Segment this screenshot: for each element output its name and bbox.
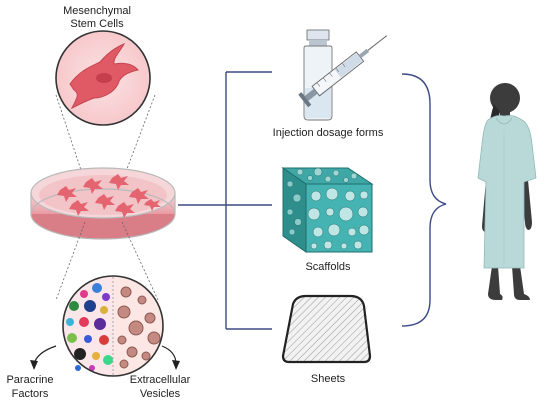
msc-label-line1: Mesenchymal bbox=[63, 5, 131, 17]
vesicles-label-line2: Vesicles bbox=[140, 388, 181, 400]
vesicles-label-line1: Extracellular bbox=[130, 374, 191, 386]
msc-label-line2: Stem Cells bbox=[70, 18, 124, 30]
paracrine-label-line1: Paracrine bbox=[6, 374, 53, 386]
right-brace bbox=[401, 73, 447, 327]
paracrine-label-line2: Factors bbox=[12, 388, 49, 400]
sheet-icon bbox=[281, 294, 372, 364]
secretome-illustration bbox=[62, 275, 164, 377]
injection-icon bbox=[298, 29, 388, 121]
zoom-lines-top bbox=[55, 94, 156, 183]
sheets-label: Sheets bbox=[311, 373, 346, 385]
scaffold-icon bbox=[281, 167, 374, 253]
arrow-vesicles bbox=[161, 345, 180, 370]
arrow-paracrine bbox=[30, 345, 57, 370]
patient-figure bbox=[477, 83, 537, 300]
zoom-lines-bottom bbox=[55, 221, 159, 301]
connector-bracket bbox=[178, 71, 272, 330]
injection-label: Injection dosage forms bbox=[273, 127, 384, 139]
msc-cell-illustration bbox=[55, 30, 151, 126]
petri-dish-icon bbox=[30, 167, 176, 240]
scaffolds-label: Scaffolds bbox=[305, 261, 351, 273]
